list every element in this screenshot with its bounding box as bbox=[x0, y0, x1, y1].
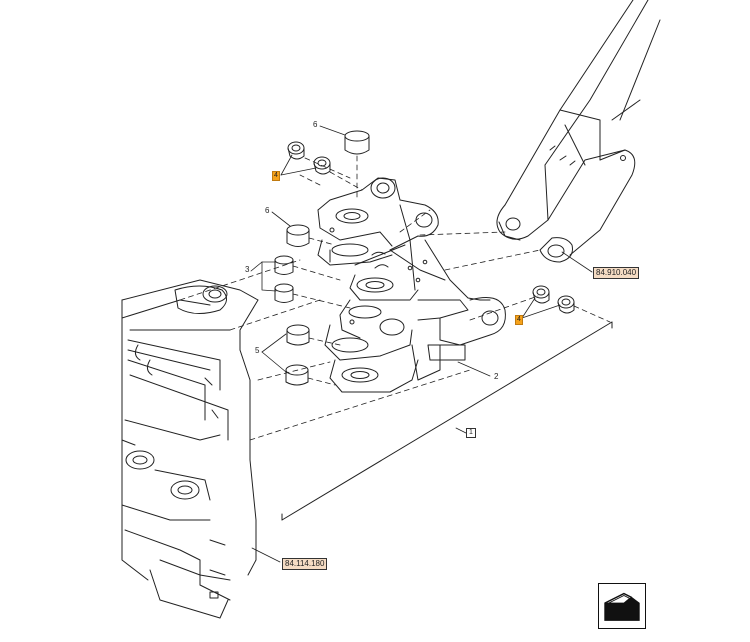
callout-3: 3 bbox=[245, 265, 250, 274]
callout-2: 2 bbox=[494, 372, 499, 381]
callout-1: 1 bbox=[466, 428, 476, 438]
callout-5: 5 bbox=[255, 346, 260, 355]
boom-arm bbox=[496, 0, 661, 263]
assembly-bracket-line bbox=[281, 321, 613, 521]
pivot-bracket bbox=[317, 177, 506, 393]
book-page-icon[interactable] bbox=[598, 583, 646, 629]
callout-6-lower: 6 bbox=[265, 206, 270, 215]
leader-lines bbox=[250, 125, 593, 563]
alignment-lines bbox=[179, 155, 611, 441]
callout-6-top: 6 bbox=[313, 120, 318, 129]
callout-4-right: 4 bbox=[515, 315, 523, 325]
reference-link-upper[interactable]: 84.910.040 bbox=[593, 267, 640, 279]
book-page-glyph bbox=[604, 592, 640, 621]
reference-link-lower[interactable]: 84.114.180 bbox=[282, 558, 328, 570]
main-frame bbox=[121, 279, 259, 619]
bushing-group bbox=[274, 130, 575, 386]
callout-4-left: 4 bbox=[272, 171, 280, 181]
